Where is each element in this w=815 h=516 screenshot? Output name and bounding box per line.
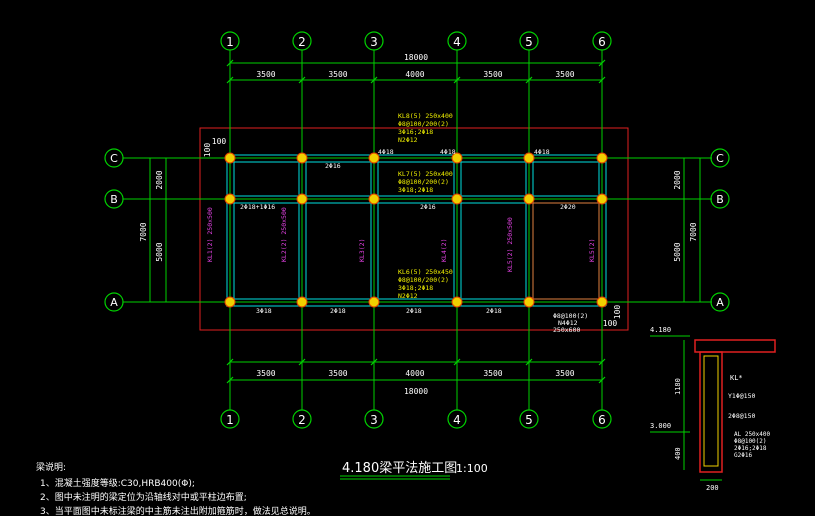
kl7-stirrup: Φ8@100/200(2) — [398, 178, 449, 186]
secondary-beam — [532, 202, 600, 300]
drawing-title: 4.180梁平法施工图 — [342, 461, 457, 476]
kl8-stirrup: Φ8@100/200(2) — [398, 120, 449, 128]
dimension-ticks — [226, 59, 606, 384]
grid-label-right-c: C — [716, 152, 724, 165]
dim-span-bottom-2: 3500 — [328, 369, 347, 378]
grid-label-top-5: 5 — [525, 35, 533, 49]
dim-total-top: 18000 — [404, 53, 428, 62]
top-rebar-4: 2Φ16 — [325, 162, 341, 170]
kl6-stirrup: Φ8@100/200(2) — [398, 276, 449, 284]
grid-label-top-2: 2 — [298, 35, 306, 49]
bot-rebar-218c: 2Φ18 — [486, 307, 502, 315]
grid-label-bottom-6: 6 — [598, 413, 606, 427]
dim-span-bottom-3: 4000 — [405, 369, 424, 378]
dim-span-top-3: 4000 — [405, 70, 424, 79]
dim-right-span-1: 2000 — [673, 170, 682, 189]
grid-label-right-a: A — [716, 296, 724, 309]
dim-edge-top: 100 — [212, 137, 227, 146]
size-br: 250x600 — [553, 326, 580, 334]
grid-label-top-6: 6 — [598, 35, 606, 49]
dim-span-bottom-5: 3500 — [555, 369, 574, 378]
dim-edge-right-side: 100 — [613, 305, 622, 320]
kl7-rebar: 3Φ18;2Φ18 — [398, 186, 433, 194]
kl1-label: KL1(2) 250x500 — [206, 207, 214, 262]
grid-label-left-c: C — [110, 152, 118, 165]
rebar-2720: 2Φ20 — [560, 203, 576, 211]
kl6-rebar: 3Φ18;2Φ18 — [398, 284, 433, 292]
grid-bubbles — [104, 31, 730, 429]
note-3: 3、当平面图中未标注梁的中主筋未注出附加箍筋时，做法见总说明。 — [40, 505, 316, 516]
top-rebar-3: 4Φ18 — [534, 148, 550, 156]
axis-lines-vertical — [229, 50, 603, 410]
kl8-label: KL8(5) 250x400 — [398, 112, 453, 120]
bot-rebar-318: 3Φ18 — [256, 307, 272, 315]
grid-label-bottom-5: 5 — [525, 413, 533, 427]
bot-rebar-218b: 2Φ18 — [406, 307, 422, 315]
dim-span-top-2: 3500 — [328, 70, 347, 79]
section-dim-1: 1180 — [674, 378, 682, 395]
rebar-b-left: 2Φ18+1Φ16 — [240, 203, 275, 211]
grid-label-right-b: B — [716, 193, 724, 206]
note-2: 2、图中未注明的梁定位为沿轴线对中或平柱边布置; — [40, 491, 247, 503]
grid-label-top-1: 1 — [226, 35, 234, 49]
section-dim-2: 400 — [674, 447, 682, 460]
section-level-bot: 3.000 — [650, 422, 671, 430]
kl8-n: N2Φ12 — [398, 136, 418, 144]
grid-label-top-3: 3 — [370, 35, 378, 49]
section-mid-2: 2Φ8@150 — [728, 412, 755, 420]
dim-edge-right: 100 — [603, 319, 618, 328]
section-kl-label: KL* — [730, 374, 743, 382]
grid-label-bottom-2: 2 — [298, 413, 306, 427]
dim-left-total: 7000 — [139, 222, 148, 241]
mid-rebar-2716: 2Φ16 — [420, 203, 436, 211]
kl8-rebar: 3Φ16;2Φ18 — [398, 128, 433, 136]
dim-right-span-2: 5000 — [673, 242, 682, 261]
dim-span-top-5: 3500 — [555, 70, 574, 79]
dim-span-top-1: 3500 — [256, 70, 275, 79]
grid-label-top-4: 4 — [453, 35, 461, 49]
stirrup-br: Φ8@100(2) — [553, 312, 588, 320]
kl3-label: KL3(2) — [358, 239, 366, 262]
top-rebar-2: 4Φ18 — [440, 148, 456, 156]
grid-label-bottom-1: 1 — [226, 413, 234, 427]
notes-heading: 梁说明: — [36, 461, 66, 473]
kl7-label: KL7(5) 250x400 — [398, 170, 453, 178]
grid-label-left-a: A — [110, 296, 118, 309]
kl6-label: KL6(5) 250x450 — [398, 268, 453, 276]
dim-left-span-1: 2000 — [155, 170, 164, 189]
dim-left-span-2: 5000 — [155, 242, 164, 261]
slab-outline — [199, 127, 629, 331]
kl5-label: KL5(2) 250x500 — [506, 217, 514, 272]
section-beam-d: G2Φ16 — [734, 452, 752, 459]
dim-total-bottom: 18000 — [404, 387, 428, 396]
kl6-n: N2Φ12 — [398, 292, 418, 300]
section-beam-c: 2Φ16;2Φ18 — [734, 445, 767, 452]
drawing-scale: 1:100 — [456, 462, 488, 475]
kl2-label: KL2(2) 250x500 — [280, 207, 288, 262]
dim-right-total: 7000 — [689, 222, 698, 241]
section-beam-a: AL 250x400 — [734, 431, 771, 438]
kl5b-label: KL5(2) — [588, 239, 596, 262]
n4-rebar: N4Φ12 — [558, 319, 578, 327]
dim-span-top-4: 3500 — [483, 70, 502, 79]
section-mid-1: Y1Φ@150 — [728, 392, 755, 400]
note-1: 1、混凝土强度等级:C30,HRB400(Φ); — [40, 477, 195, 489]
grid-label-bottom-4: 4 — [453, 413, 461, 427]
dim-span-bottom-4: 3500 — [483, 369, 502, 378]
section-width: 200 — [706, 484, 719, 492]
grid-label-bottom-3: 3 — [370, 413, 378, 427]
section-beam-b: Φ8@100(2) — [734, 438, 767, 445]
axis-lines-horizontal — [123, 157, 712, 303]
dim-span-bottom-1: 3500 — [256, 369, 275, 378]
columns — [224, 152, 608, 308]
bot-rebar-218a: 2Φ18 — [330, 307, 346, 315]
dim-edge-top-side: 100 — [203, 143, 212, 158]
grid-label-left-b: B — [110, 193, 118, 206]
kl4-label: KL4(2) — [440, 239, 448, 262]
dimension-lines-top — [149, 62, 701, 381]
top-rebar-1: 4Φ18 — [378, 148, 394, 156]
section-detail: 4.180 3.000 1180 400 200 KL* Y1Φ@150 2Φ8… — [650, 326, 776, 492]
section-level-top: 4.180 — [650, 326, 671, 334]
